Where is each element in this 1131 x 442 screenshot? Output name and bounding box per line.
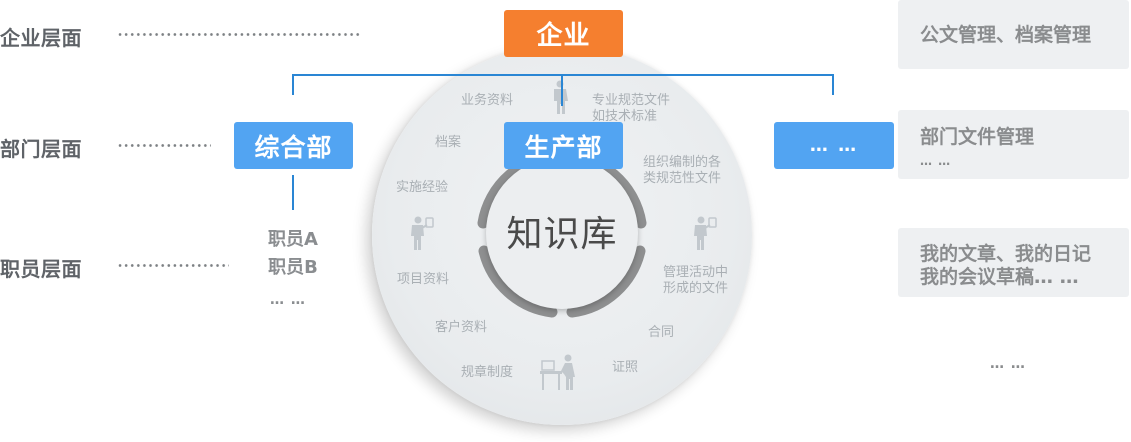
panel-department-functions: 部门文件管理 … … (898, 110, 1129, 179)
person-icon (551, 80, 569, 114)
category-line: 组织编制的各 (643, 155, 722, 170)
enterprise-node[interactable]: 企业 (504, 10, 623, 57)
category-certificates: 证照 (612, 360, 639, 375)
category-regulations: 规章制度 (461, 365, 514, 380)
person-at-desk-icon (540, 354, 580, 392)
category-professional-standards: 专业规范文件 如技术标准 (592, 93, 670, 125)
connector-center-drop (561, 74, 563, 106)
category-line: 管理活动中 (663, 265, 729, 280)
connector-horizontal (292, 74, 834, 76)
dotted-leader-employee (117, 264, 229, 267)
knowledge-base-title: 知识库 (506, 214, 618, 255)
level-label-employee: 职员层面 (0, 257, 82, 281)
connector-right-drop (832, 74, 834, 95)
panel-text: 部门文件管理 (920, 126, 1035, 148)
category-archives: 档案 (435, 135, 462, 150)
category-line: 形成的文件 (663, 281, 729, 296)
category-contracts: 合同 (648, 325, 675, 340)
connector-department-employee (292, 175, 294, 210)
connector-left-drop (292, 74, 294, 95)
level-label-enterprise: 企业层面 (0, 26, 82, 50)
department-node-general[interactable]: 综合部 (234, 122, 353, 169)
panel-enterprise-functions: 公文管理、档案管理 (898, 0, 1129, 69)
department-node-more[interactable]: … … (774, 122, 894, 169)
department-node-production[interactable]: 生产部 (504, 122, 623, 169)
person-with-document-icon (693, 216, 719, 252)
category-project-materials: 项目资料 (397, 272, 450, 287)
panel-subtext: … … (920, 154, 952, 168)
employee-more: … … (270, 292, 306, 308)
category-line: 如技术标准 (592, 109, 658, 124)
person-with-document-icon (410, 216, 436, 252)
category-normative-documents: 组织编制的各 类规范性文件 (643, 155, 721, 187)
employee-b: 职员B (268, 257, 318, 278)
employee-list: 职员A 职员B (253, 226, 333, 282)
level-label-department: 部门层面 (0, 137, 82, 161)
panel-employee-functions: 我的文章、我的日记 我的会议草稿… … (898, 228, 1129, 297)
dotted-leader-enterprise (117, 33, 361, 36)
category-customer-materials: 客户资料 (435, 320, 488, 335)
knowledge-base-center: 知识库 (486, 157, 638, 309)
panel-text: 公文管理、档案管理 (920, 24, 1092, 46)
category-line: 类规范性文件 (643, 171, 722, 186)
employee-a: 职员A (268, 229, 318, 250)
category-business-materials: 业务资料 (461, 93, 514, 108)
panel-text: 我的文章、我的日记 (920, 243, 1092, 265)
category-line: 专业规范文件 (592, 93, 671, 108)
panel-text: 我的会议草稿… … (920, 266, 1079, 288)
category-management-documents: 管理活动中 形成的文件 (663, 265, 728, 297)
dotted-leader-department (117, 144, 211, 147)
trailing-more: … … (990, 356, 1026, 372)
category-implementation-experience: 实施经验 (396, 180, 449, 195)
